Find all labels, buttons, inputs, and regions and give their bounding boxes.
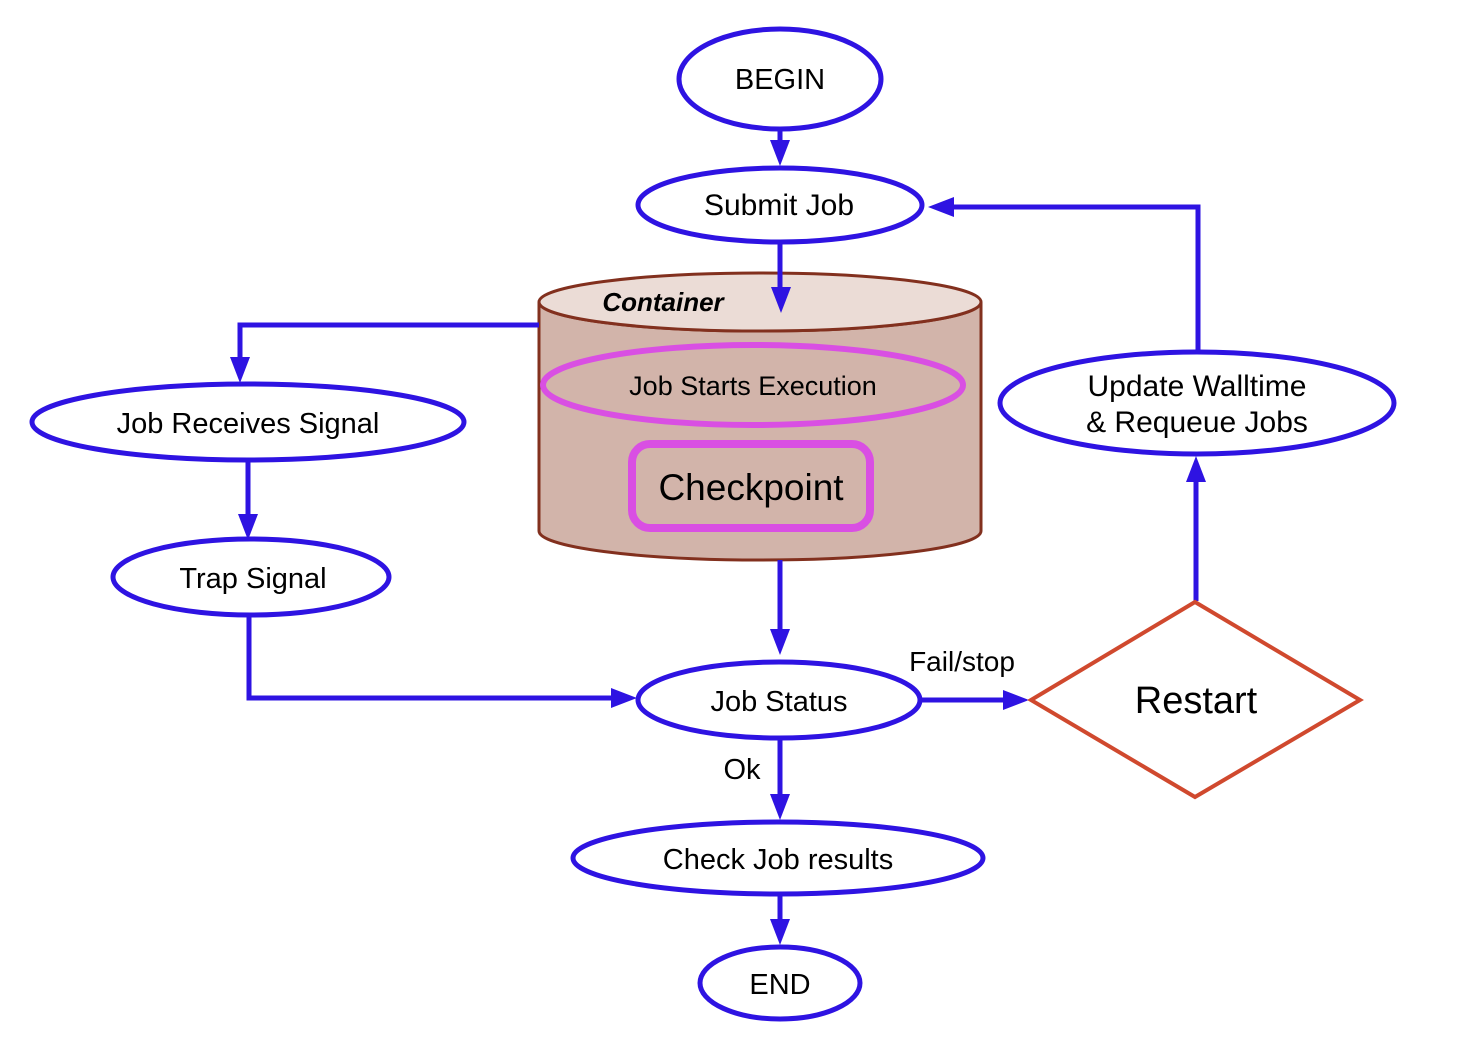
trap-signal-node [110, 536, 392, 618]
submit-job-node [635, 165, 925, 245]
job-status-node [635, 659, 923, 741]
edge-receives-to-trap-arrowhead [238, 514, 258, 540]
edge-trap-to-status [246, 615, 613, 701]
edges [230, 128, 1206, 945]
job-receives-signal-label: Job Receives Signal [117, 408, 380, 440]
fail-stop-edge-label: Fail/stop [909, 646, 1015, 677]
begin-label: BEGIN [735, 64, 825, 96]
edge-labels: Fail/stop Ok [723, 646, 1014, 786]
trap-signal-label: Trap Signal [179, 563, 326, 595]
edge-container-to-receives [237, 322, 539, 357]
checkpoint-node [628, 440, 874, 532]
edge-update-to-submit-arrowhead [928, 197, 954, 217]
check-job-results-label: Check Job results [663, 844, 894, 876]
edge-restart-to-update-arrowhead [1186, 456, 1206, 482]
update-walltime-node [997, 349, 1397, 457]
edge-trap-to-status-arrowhead [611, 688, 637, 708]
edge-container-to-receives-arrowhead [230, 357, 250, 383]
end-label: END [749, 969, 810, 1001]
restart-label: Restart [1135, 680, 1258, 722]
edge-begin-to-submit-arrowhead [770, 140, 790, 166]
edge-status-to-check-arrowhead [770, 794, 790, 820]
edge-submit-to-container-arrowhead [771, 287, 791, 313]
container-cylinder-top [537, 271, 983, 333]
edge-update-to-submit [953, 204, 1201, 352]
edge-container-to-status-arrowhead [770, 629, 790, 655]
checkpoint-label: Checkpoint [658, 467, 844, 508]
submit-job-label: Submit Job [704, 189, 854, 222]
container-label: Container [602, 287, 725, 317]
job-starts-execution-node [540, 342, 966, 428]
check-job-results-node [570, 819, 986, 897]
job-status-label: Job Status [710, 686, 847, 718]
edge-status-to-restart-arrowhead [1003, 690, 1029, 710]
job-starts-execution-label: Job Starts Execution [629, 371, 877, 401]
container-cylinder: Container Job Starts Execution Checkpoin… [537, 271, 983, 562]
ok-edge-label: Ok [723, 754, 761, 786]
edge-check-to-end-arrowhead [770, 919, 790, 945]
begin-node [676, 26, 884, 132]
update-walltime-label-line1: Update Walltime [1088, 370, 1307, 403]
update-walltime-label-line2: & Requeue Jobs [1086, 406, 1308, 439]
job-receives-signal-node [29, 381, 467, 463]
restart-node [1027, 599, 1364, 800]
nodes: BEGIN Submit Job Job Receives Signal Tra… [29, 26, 1397, 1022]
end-node [697, 944, 863, 1022]
